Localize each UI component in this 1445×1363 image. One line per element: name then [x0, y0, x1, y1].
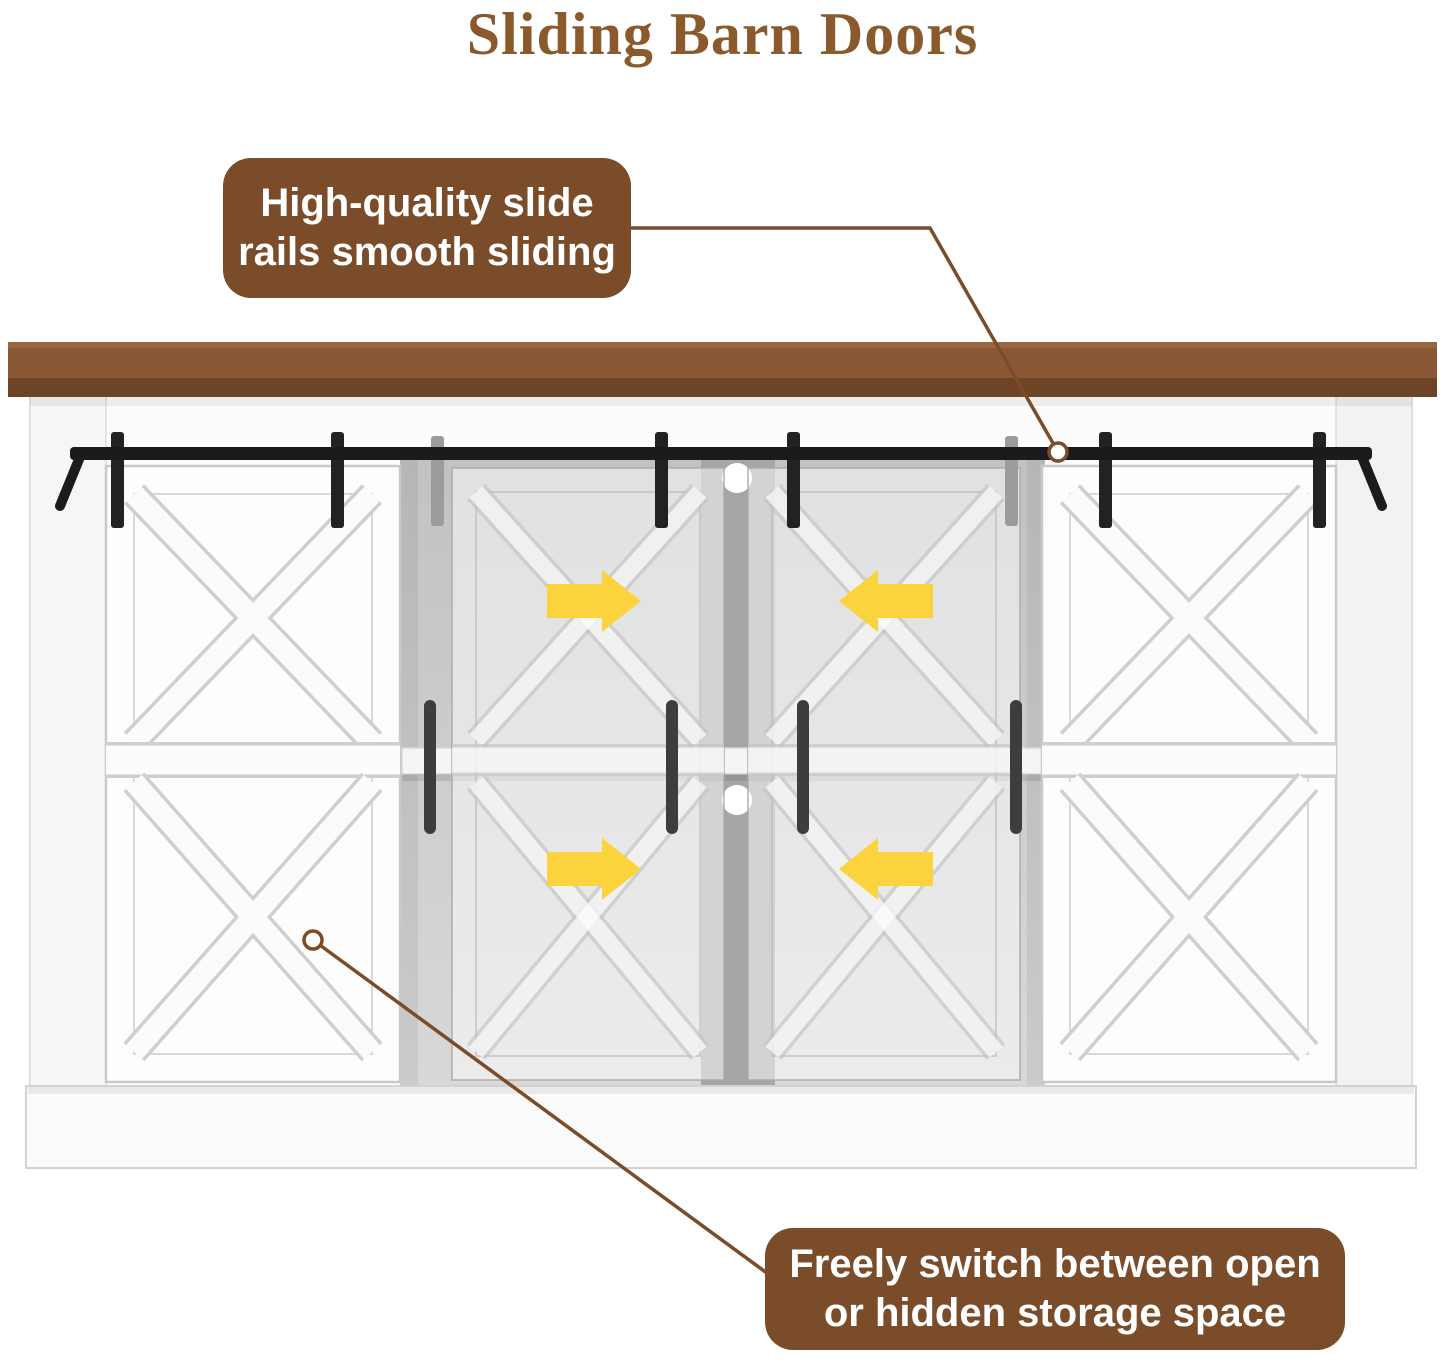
door-handle	[1010, 700, 1022, 834]
callout-slide-rails-line1: High-quality slide	[260, 181, 594, 226]
door-handles	[424, 700, 1022, 834]
callout-storage-switch-line1: Freely switch between open	[789, 1242, 1321, 1287]
top-callout-anchor-dot	[1047, 441, 1069, 463]
arrow-left-icon	[839, 570, 933, 632]
cabinet-side-right	[1335, 395, 1413, 1089]
ghost-door-left	[451, 467, 725, 1081]
bottom-callout-anchor-dot	[302, 929, 324, 951]
arrow-right-icon	[547, 570, 641, 632]
arrow-left-icon	[839, 838, 933, 900]
wood-tabletop	[8, 342, 1437, 397]
callout-connectors	[302, 226, 1069, 1292]
base-plinth	[25, 1085, 1417, 1169]
cable-hole-top	[722, 463, 752, 493]
rail-end-hook-right	[1355, 447, 1387, 511]
ghost-door-right	[747, 467, 1021, 1081]
page-title: Sliding Barn Doors	[466, 1, 979, 67]
callout-slide-rails-line2: rails smooth sliding	[238, 230, 616, 274]
slide-direction-arrows	[547, 570, 933, 900]
barn-door-right	[1040, 464, 1338, 1084]
cabinet-side-left	[29, 395, 107, 1089]
door-handle	[424, 700, 436, 834]
callout-storage-switch-line2: or hidden storage space	[823, 1291, 1287, 1335]
callout-storage-switch: Freely switch between open or hidden sto…	[765, 1228, 1345, 1350]
cable-hole-bottom	[722, 785, 752, 815]
slide-rail	[55, 432, 1387, 528]
rail-bar	[70, 447, 1372, 460]
barn-door-left	[104, 464, 402, 1084]
door-handle	[797, 700, 809, 834]
door-handle	[666, 700, 678, 834]
bottom-callout-connector-line	[311, 938, 792, 1292]
callout-slide-rails: High-quality slide rails smooth sliding	[223, 158, 631, 298]
arrow-right-icon	[547, 838, 641, 900]
rail-end-hook-left	[55, 447, 87, 511]
top-callout-connector-line	[630, 226, 1060, 453]
